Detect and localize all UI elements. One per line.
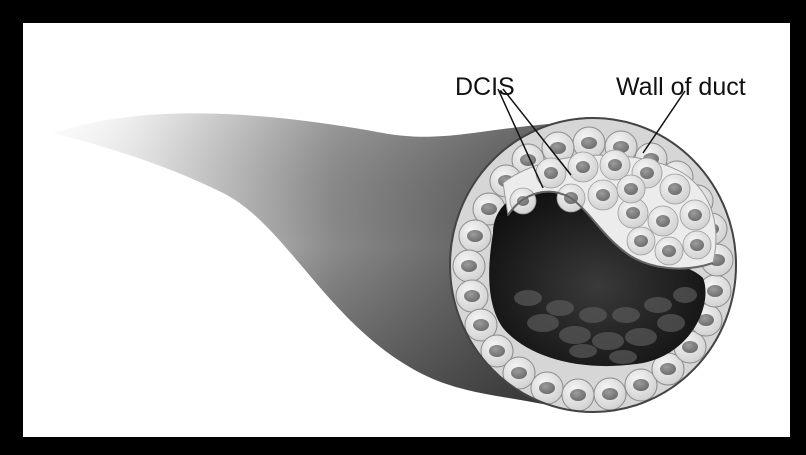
diagram-panel: DCIS Wall of duct (20, 20, 793, 440)
dcis-label: DCIS (455, 75, 515, 100)
wall-of-duct-label: Wall of duct (616, 75, 746, 100)
